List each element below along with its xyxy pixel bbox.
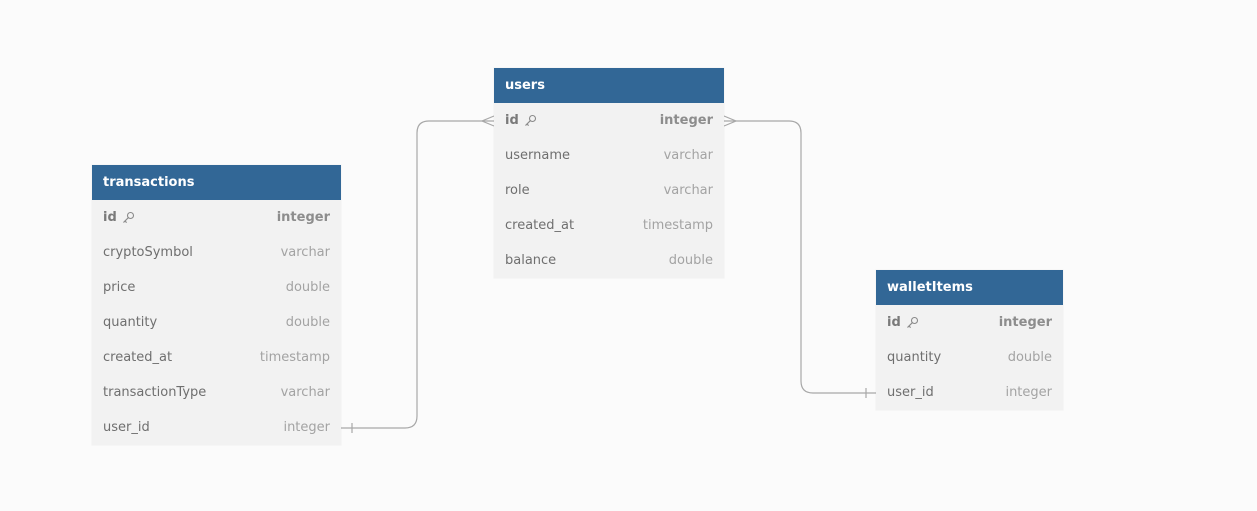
field-type: varchar xyxy=(663,183,713,198)
field-name: user_id xyxy=(103,420,150,435)
table-transactions[interactable]: transactions id integer cryptoSymbol var… xyxy=(92,165,341,445)
field-name-wrap: id xyxy=(505,113,537,128)
table-header-walletitems[interactable]: walletItems xyxy=(876,270,1063,305)
field-name: user_id xyxy=(887,385,934,400)
field-name: username xyxy=(505,148,570,163)
field-row-walletitems-id[interactable]: id integer xyxy=(876,305,1063,340)
field-name: id xyxy=(887,315,901,330)
field-type: integer xyxy=(1005,385,1052,400)
field-row-transactions-transactiontype[interactable]: transactionType varchar xyxy=(92,375,341,410)
table-header-users[interactable]: users xyxy=(494,68,724,103)
field-type: double xyxy=(1007,350,1052,365)
field-name: price xyxy=(103,280,136,295)
field-row-transactions-id[interactable]: id integer xyxy=(92,200,341,235)
field-type: double xyxy=(285,280,330,295)
field-name: transactionType xyxy=(103,385,207,400)
field-row-users-created-at[interactable]: created_at timestamp xyxy=(494,208,724,243)
field-name: created_at xyxy=(103,350,173,365)
crowfoot-many-mark-users-right xyxy=(723,115,738,127)
connector-walletitems-users[interactable] xyxy=(724,120,876,394)
field-row-transactions-quantity[interactable]: quantity double xyxy=(92,305,341,340)
connector-transactions-users[interactable] xyxy=(341,120,494,429)
field-type: integer xyxy=(659,113,713,128)
field-row-walletitems-quantity[interactable]: quantity double xyxy=(876,340,1063,375)
field-row-transactions-cryptosymbol[interactable]: cryptoSymbol varchar xyxy=(92,235,341,270)
field-type: double xyxy=(285,315,330,330)
field-name: balance xyxy=(505,253,557,268)
field-row-users-role[interactable]: role varchar xyxy=(494,173,724,208)
field-type: integer xyxy=(283,420,330,435)
field-type: timestamp xyxy=(259,350,330,365)
field-type: varchar xyxy=(280,245,330,260)
field-name: quantity xyxy=(103,315,158,330)
field-name: id xyxy=(505,113,519,128)
key-icon xyxy=(906,316,919,329)
key-icon xyxy=(122,211,135,224)
field-row-users-balance[interactable]: balance double xyxy=(494,243,724,278)
field-row-users-username[interactable]: username varchar xyxy=(494,138,724,173)
field-name-wrap: id xyxy=(103,210,135,225)
field-name: cryptoSymbol xyxy=(103,245,193,260)
field-name: quantity xyxy=(887,350,942,365)
field-row-transactions-user-id[interactable]: user_id integer xyxy=(92,410,341,445)
field-name-wrap: id xyxy=(887,315,919,330)
field-row-users-id[interactable]: id integer xyxy=(494,103,724,138)
field-type: integer xyxy=(276,210,330,225)
field-name: created_at xyxy=(505,218,575,233)
field-type: integer xyxy=(998,315,1052,330)
table-walletitems[interactable]: walletItems id integer quantity double u… xyxy=(876,270,1063,410)
table-users[interactable]: users id integer username varchar role v… xyxy=(494,68,724,278)
field-type: varchar xyxy=(663,148,713,163)
key-icon xyxy=(524,114,537,127)
field-type: double xyxy=(668,253,713,268)
field-type: timestamp xyxy=(642,218,713,233)
table-header-transactions[interactable]: transactions xyxy=(92,165,341,200)
field-row-transactions-price[interactable]: price double xyxy=(92,270,341,305)
field-name: id xyxy=(103,210,117,225)
field-row-walletitems-user-id[interactable]: user_id integer xyxy=(876,375,1063,410)
field-name: role xyxy=(505,183,530,198)
crowfoot-many-mark-users-left xyxy=(480,115,495,127)
field-row-transactions-created-at[interactable]: created_at timestamp xyxy=(92,340,341,375)
field-type: varchar xyxy=(280,385,330,400)
